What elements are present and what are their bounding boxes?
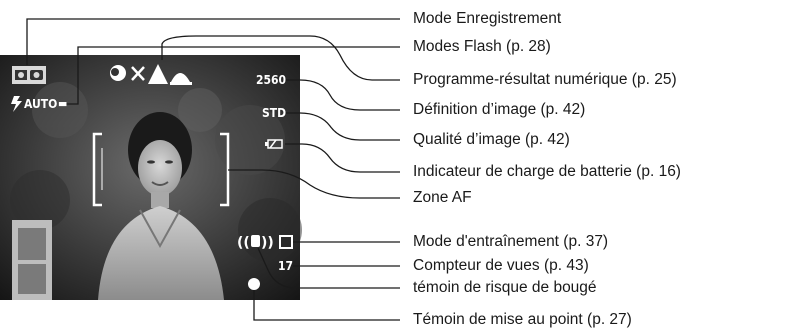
flash-mode-bracket: ▬: [58, 97, 68, 110]
leader-af-frame: [228, 169, 400, 199]
camera-shake-icon: (( )): [237, 235, 274, 251]
leader-image-quality: [285, 112, 400, 141]
label-subject-program: Programme-résultat numérique (p. 25): [413, 71, 677, 88]
sports-program-icon: [131, 66, 145, 81]
sunset-program-icon: [170, 73, 192, 85]
label-af-frame: Zone AF: [413, 189, 472, 206]
leader-subject-program: [161, 35, 400, 81]
flash-mode-readout: AUTO: [24, 97, 58, 111]
background-window: [12, 220, 52, 300]
label-image-size: Définition d’image (p. 42): [413, 101, 586, 118]
leader-image-size: [285, 79, 400, 111]
leader-recording-mode: [26, 18, 400, 65]
quality-readout: STD: [262, 106, 287, 120]
drive-mode-icon: [279, 235, 293, 249]
portrait-subject: [98, 112, 224, 300]
frame-counter-readout: 17: [278, 259, 294, 273]
focus-signal-dot: [248, 278, 260, 290]
leader-battery: [285, 143, 400, 173]
flash-icon: [11, 96, 22, 112]
svg-text:((: ((: [237, 235, 250, 251]
leader-camera-shake: [257, 247, 400, 289]
svg-text:)): )): [261, 235, 274, 251]
label-drive-mode: Mode d'entraînement (p. 37): [413, 233, 609, 250]
subject-program-icons: [110, 64, 192, 85]
label-flash-modes: Modes Flash (p. 28): [413, 38, 551, 55]
background-foliage: [10, 82, 302, 262]
leader-flash-modes: [62, 46, 400, 105]
label-frame-counter: Compteur de vues (p. 43): [413, 257, 589, 274]
resolution-readout: 2560: [256, 73, 287, 87]
recording-mode-icon: [12, 66, 46, 84]
leader-focus-signal: [253, 290, 400, 321]
label-battery-indicator: Indicateur de charge de batterie (p. 16): [413, 163, 681, 180]
callout-leaders: [26, 18, 400, 321]
label-focus-signal: Témoin de mise au point (p. 27): [413, 311, 632, 328]
label-image-quality: Qualité d’image (p. 42): [413, 131, 570, 148]
label-camera-shake: témoin de risque de bougé: [413, 279, 597, 296]
battery-icon: [265, 139, 283, 149]
landscape-program-icon: [148, 64, 168, 84]
label-recording-mode: Mode Enregistrement: [413, 10, 562, 27]
